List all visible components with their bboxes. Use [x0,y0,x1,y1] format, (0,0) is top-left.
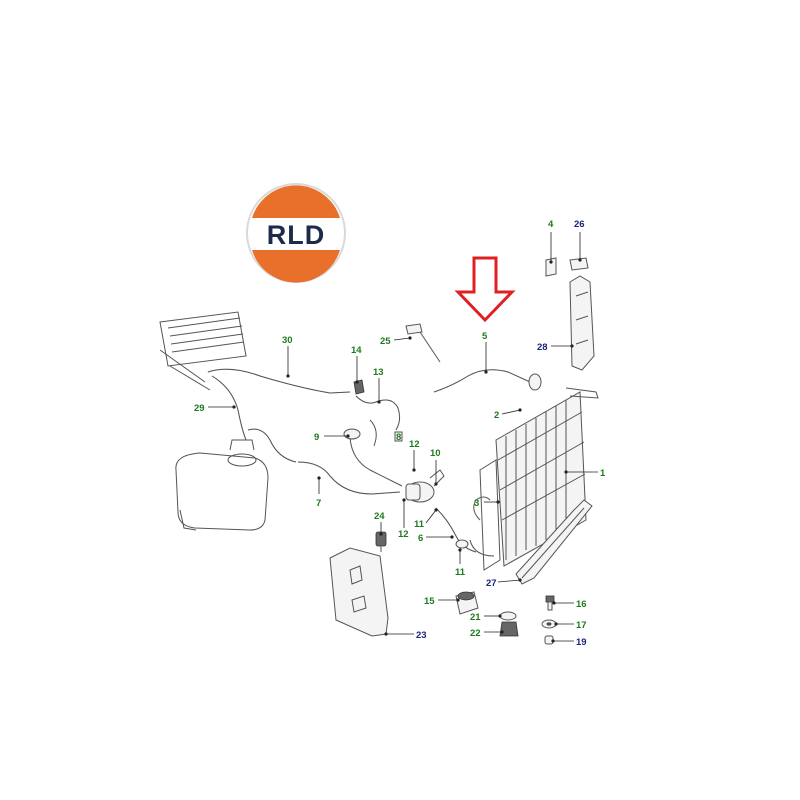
callout-27: 27 [486,578,497,589]
bracket-23 [329,547,389,637]
expansion-tank [175,439,269,531]
callout-4: 4 [548,219,554,230]
callout-22: 22 [470,628,481,639]
callout-17: 17 [576,620,587,631]
callout-26: 26 [574,219,585,230]
callout-15: 15 [424,596,435,607]
callout-14: 14 [351,345,362,356]
callout-3: 3 [474,498,479,509]
grommet-22 [499,621,519,637]
washer-21 [499,611,517,621]
clip-8 [394,431,403,442]
callout-11b: 11 [455,567,466,578]
hose-29 [211,375,297,463]
callout-labels: 1 2 3 4 5 6 7 8 9 10 11 11 12 12 13 14 1… [194,219,606,648]
callout-2: 2 [494,410,499,421]
callout-29: 29 [194,403,205,414]
bolt-16 [545,595,555,611]
leader-lines [208,232,598,643]
callout-16: 16 [576,599,587,610]
thermostat-housing [405,469,445,503]
callout-12b: 12 [398,529,409,540]
callout-19: 19 [576,637,587,648]
sensor-25 [405,323,441,363]
callout-9: 9 [314,432,319,443]
callout-7: 7 [316,498,321,509]
rld-logo: RLD [246,183,346,283]
intercooler-fragment [159,311,247,391]
callout-1: 1 [600,468,606,479]
hose-13 [355,395,401,447]
logo-text: RLD [267,220,326,250]
callout-28: 28 [537,342,548,353]
logo-top-arc [252,185,340,218]
callout-13: 13 [373,367,384,378]
logo-bottom-arc [252,250,340,283]
hose-6 [435,507,477,553]
callout-21: 21 [470,612,481,623]
hose-7 [297,461,401,495]
callout-5: 5 [482,331,488,342]
hose-5 [433,369,542,393]
callout-10: 10 [430,448,441,459]
mount-15 [455,591,479,615]
shroud-27 [515,499,593,585]
highlight-arrow [454,256,516,323]
callout-6: 6 [418,533,423,544]
callout-24: 24 [374,511,385,522]
callout-12a: 12 [409,439,420,450]
hose-lower-radiator [469,496,495,557]
callout-23: 23 [416,630,427,641]
hose-30 [207,368,351,394]
washer-17 [541,619,557,629]
clip-4 [545,257,557,277]
callout-30: 30 [282,335,293,346]
callout-25: 25 [380,336,391,347]
hose-9 [343,428,403,487]
callout-11a: 11 [414,519,425,530]
bracket-28 [569,275,595,371]
callout-8: 8 [396,432,401,443]
